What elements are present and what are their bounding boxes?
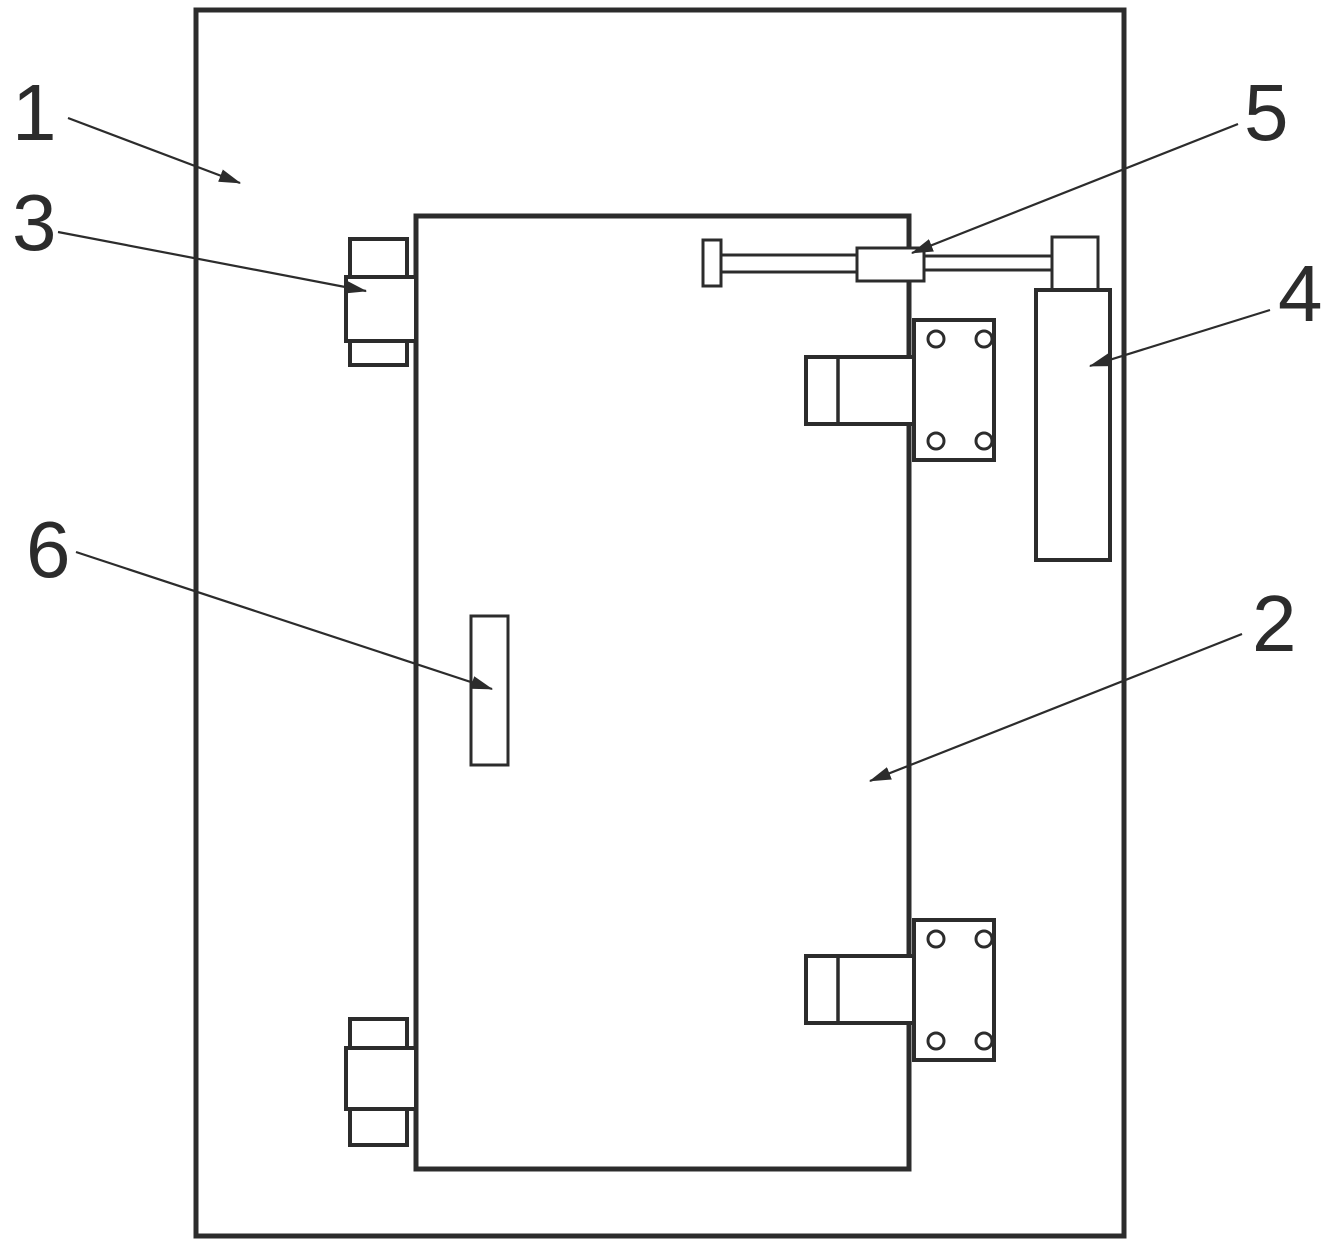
bolt-hole — [974, 929, 994, 949]
hinge-bottom-upper-cap — [348, 1017, 409, 1050]
hinge-bottom-lower-cap — [348, 1107, 409, 1147]
hinge-top — [344, 237, 418, 367]
latch-bar-bottom-body — [804, 954, 916, 1025]
callout-1-arrow — [67, 116, 242, 185]
bolt-hole — [926, 329, 946, 349]
bolt-hole — [926, 431, 946, 451]
callout-3-arrow — [57, 230, 368, 294]
hinge-top-upper-cap — [348, 237, 409, 279]
callout-4-label: 4 — [1278, 249, 1323, 338]
hinge-top-body — [344, 275, 418, 343]
callout-5: 5 — [910, 68, 1289, 255]
callout-4-arrow — [1088, 308, 1271, 368]
cylinder-body — [1034, 288, 1112, 562]
bolt-hole — [974, 431, 994, 451]
bolt-hole — [926, 929, 946, 949]
callout-2-label: 2 — [1252, 579, 1297, 668]
callout-2: 2 — [868, 579, 1297, 783]
bolt-hole — [926, 1031, 946, 1051]
rod-segment-left — [719, 253, 859, 274]
latch-plate-top — [912, 318, 996, 462]
hinge-bottom — [344, 1017, 418, 1147]
rod-anchor-block — [1050, 235, 1100, 293]
rod-segment-right — [922, 254, 1054, 272]
callout-6-label: 6 — [26, 505, 71, 594]
callout-3: 3 — [12, 178, 368, 294]
hinge-bottom-body — [344, 1046, 418, 1111]
latch-bar-bottom — [804, 954, 916, 1025]
callout-3-label: 3 — [12, 178, 57, 267]
rod-end-cap — [701, 238, 723, 288]
handle-block — [469, 614, 510, 767]
callout-1: 1 — [12, 68, 242, 185]
bolt-hole — [974, 329, 994, 349]
latch-plate-bottom — [912, 918, 996, 1062]
latch-bar-top-body — [804, 355, 916, 426]
latch-bar-top — [804, 355, 916, 426]
bolt-hole — [974, 1031, 994, 1051]
callout-6: 6 — [26, 505, 494, 691]
callout-1-label: 1 — [12, 68, 57, 157]
callout-4: 4 — [1088, 249, 1323, 368]
callout-6-arrow — [75, 550, 494, 691]
callout-5-label: 5 — [1244, 68, 1289, 157]
callout-2-arrow — [868, 632, 1243, 783]
hinge-top-lower-cap — [348, 339, 409, 367]
callout-5-arrow — [910, 122, 1239, 255]
